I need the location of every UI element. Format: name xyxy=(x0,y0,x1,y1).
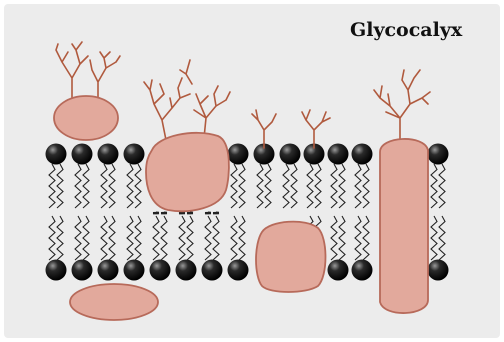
lipid-tail xyxy=(205,212,211,214)
phospholipid-head xyxy=(46,260,67,281)
phospholipid-head xyxy=(228,260,249,281)
lipid-tail xyxy=(179,212,185,214)
phospholipid-head xyxy=(352,144,373,165)
phospholipid-head xyxy=(228,144,249,165)
lipid-tail xyxy=(213,212,219,214)
phospholipid-head xyxy=(72,144,93,165)
phospholipid-head xyxy=(72,260,93,281)
phospholipid-head xyxy=(328,260,349,281)
integral-protein-large xyxy=(146,133,229,211)
peripheral-protein-top xyxy=(54,96,118,140)
lipid-tail xyxy=(153,212,159,214)
phospholipid-head xyxy=(352,260,373,281)
phospholipid-head xyxy=(202,260,223,281)
phospholipid-head xyxy=(46,144,67,165)
diagram-title: Glycocalyx xyxy=(350,19,463,41)
lipid-tail xyxy=(161,212,167,214)
phospholipid-head xyxy=(150,260,171,281)
phospholipid-head xyxy=(124,260,145,281)
integral-protein-tall xyxy=(380,139,428,313)
phospholipid-head xyxy=(176,260,197,281)
phospholipid-head xyxy=(124,144,145,165)
phospholipid-head xyxy=(428,144,449,165)
integral-protein-lower xyxy=(256,222,326,292)
phospholipid-head xyxy=(280,144,301,165)
phospholipid-head xyxy=(328,144,349,165)
phospholipid-head xyxy=(428,260,449,281)
lipid-tail xyxy=(187,212,193,214)
phospholipid-head xyxy=(98,144,119,165)
phospholipid-head xyxy=(98,260,119,281)
peripheral-protein-bottom xyxy=(70,284,158,320)
